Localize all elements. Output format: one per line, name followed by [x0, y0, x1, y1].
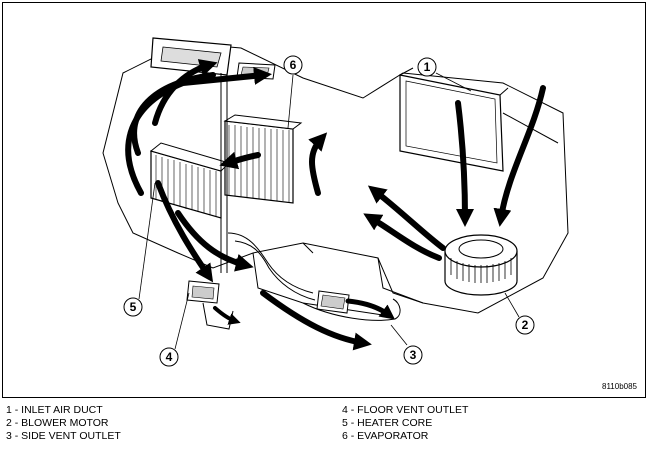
callout-4: 4 [159, 347, 179, 367]
callout-6: 6 [283, 55, 303, 75]
floor-vent-outlet [186, 280, 234, 330]
legend-item-side-vent-outlet: 3 - SIDE VENT OUTLET [6, 430, 121, 442]
legend-item-blower-motor: 2 - BLOWER MOTOR [6, 417, 109, 429]
legend-right: 4 - FLOOR VENT OUTLET 5 - HEATER CORE 6 … [342, 404, 468, 443]
heater-core [149, 142, 230, 219]
svg-text:2: 2 [522, 318, 529, 332]
legend-item-floor-vent-outlet: 4 - FLOOR VENT OUTLET [342, 404, 469, 416]
blower-motor [444, 234, 518, 296]
duct-lines [220, 73, 316, 301]
svg-text:1: 1 [424, 60, 431, 74]
callout-1: 1 [417, 57, 437, 77]
legend-item-evaporator: 6 - EVAPORATOR [342, 430, 429, 442]
legend-item-inlet-air-duct: 1 - INLET AIR DUCT [6, 404, 103, 416]
callout-5: 5 [123, 297, 143, 317]
hvac-airflow-diagram: 1 2 3 4 5 6 [102, 37, 569, 367]
svg-text:3: 3 [410, 348, 417, 362]
svg-text:6: 6 [290, 58, 297, 72]
callout-leaders [138, 72, 520, 350]
svg-text:4: 4 [166, 350, 173, 364]
hvac-housing [102, 42, 569, 314]
svg-text:5: 5 [130, 300, 137, 314]
defrost-outlet [150, 37, 232, 76]
legend-item-heater-core: 5 - HEATER CORE [342, 417, 433, 429]
figure-code: 8110b085 [602, 382, 637, 391]
airflow-arrows [125, 59, 546, 351]
callout-3: 3 [403, 345, 423, 365]
callout-2: 2 [515, 315, 535, 335]
legend-left: 1 - INLET AIR DUCT 2 - BLOWER MOTOR 3 - … [6, 404, 121, 443]
diagram-frame: 1 2 3 4 5 6 8110b085 [2, 2, 646, 398]
side-vent-outlet [302, 290, 401, 321]
